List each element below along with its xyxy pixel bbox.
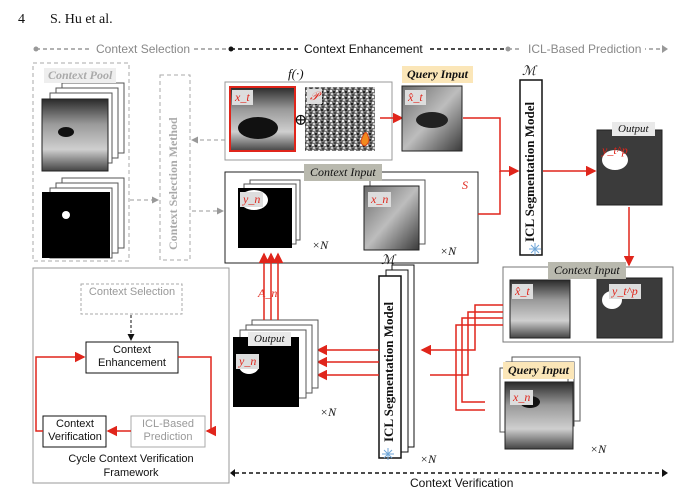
- output-label: Output: [612, 122, 655, 136]
- query-input-var: x̂_t: [405, 90, 426, 105]
- times-n-image: ×N: [440, 244, 457, 258]
- oplus-operator: ⊕: [294, 112, 308, 129]
- enhancement-function: f(·): [288, 66, 304, 81]
- times-n-mask: ×N: [312, 238, 329, 252]
- context-set-label: S: [462, 178, 468, 192]
- framework-node-enhancement: Context Enhancement: [98, 344, 166, 369]
- query-input-label: Query Input: [402, 66, 474, 83]
- framework-node-verification: Context Verification: [48, 418, 102, 443]
- verify-pred-var: y_t^p: [609, 284, 641, 299]
- model-symbol-bottom: ℳ: [381, 252, 395, 267]
- framework-title: Cycle Context Verification Framework: [68, 453, 194, 479]
- output-var: y_t^p: [602, 143, 628, 157]
- verify-query-image-var: x_n: [510, 390, 534, 405]
- stage-label-icl-prediction: ICL-Based Prediction: [524, 42, 646, 56]
- verify-query-var: x̂_t: [512, 284, 533, 299]
- snowflake-icon: [529, 243, 541, 255]
- stage-divider-bottom: [230, 469, 668, 477]
- verify-times-n: ×N: [590, 442, 607, 456]
- icl-segmentation-model-bottom: ICL Segmentation Model: [381, 301, 396, 442]
- context-input-label: Context Input: [304, 164, 382, 181]
- query-variable: x_t: [232, 90, 253, 105]
- stage-label-context-selection: Context Selection: [92, 42, 195, 56]
- verify-query-input-label: Query Input: [503, 362, 575, 379]
- stage-label-context-enhancement: Context Enhancement: [300, 42, 427, 56]
- output-times-n: ×N: [320, 405, 337, 419]
- perturbation-variable: 𝒫: [307, 89, 322, 104]
- author-running-head: S. Hu et al.: [50, 12, 113, 27]
- context-image-var: x_n: [368, 192, 392, 207]
- verify-context-input-label: Context Input: [548, 262, 626, 279]
- framework-node-prediction: ICL-Based Prediction: [142, 418, 194, 443]
- verify-output-label: Output: [248, 332, 291, 346]
- stage-label-context-verification: Context Verification: [410, 476, 514, 490]
- framework-node-selection: Context Selection: [88, 286, 176, 298]
- context-pool-images: [41, 82, 125, 259]
- fire-icon: [360, 132, 370, 147]
- page-number: 4: [18, 12, 25, 27]
- snowflake-icon: [382, 448, 394, 460]
- verify-output-var: y_n: [236, 354, 260, 369]
- icl-segmentation-model: ICL Segmentation Model: [522, 101, 537, 242]
- model-times-n: ×N: [420, 452, 437, 466]
- anchor-score-label: A_n: [258, 286, 278, 300]
- context-pool-title: Context Pool: [44, 68, 117, 83]
- context-selection-method: Context Selection Method: [166, 117, 180, 250]
- context-mask-var: y_n: [240, 192, 264, 207]
- model-symbol: ℳ: [522, 63, 536, 78]
